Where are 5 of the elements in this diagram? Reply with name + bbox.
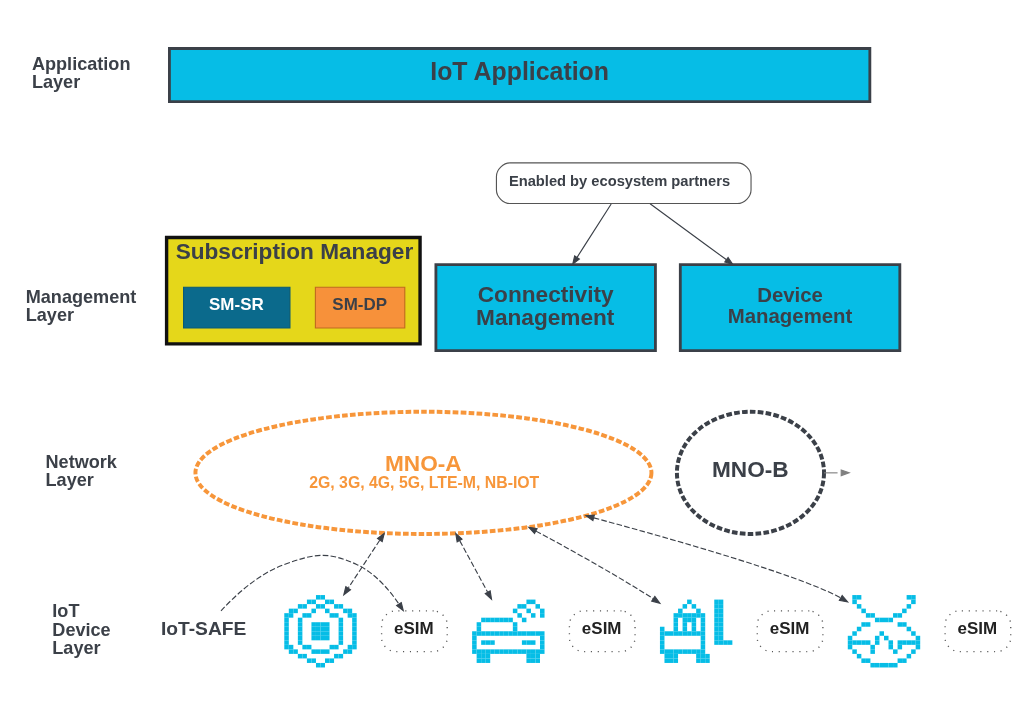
label: Management Layer — [25, 286, 137, 325]
node-text: IoT-SAFE — [160, 617, 247, 639]
label: Network Layer — [45, 451, 117, 490]
label: Application Layer — [31, 53, 131, 92]
label: IoT Device Layer — [52, 600, 111, 658]
